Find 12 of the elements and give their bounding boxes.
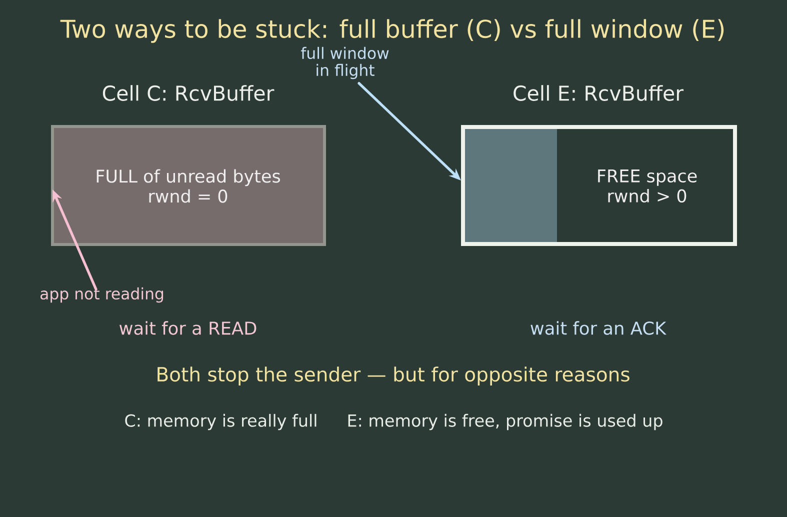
title: Two ways to be stuck: full buffer (C) vs full window (E) — [60, 19, 724, 43]
box-heading: Cell E: RcvBuffer — [514, 85, 684, 101]
callout-text: full window in flight — [300, 46, 389, 80]
buffer-box: FREE space rwnd > 0 — [461, 125, 737, 246]
note-text: E: memory is free, promise is used up — [348, 414, 662, 430]
buffer-box: FULL of unread bytes rwnd = 0 — [51, 125, 326, 246]
box-heading: Cell C: RcvBuffer — [102, 85, 274, 101]
note-text: wait for an ACK — [530, 321, 667, 335]
callout-text: app not reading — [40, 287, 164, 303]
note-text: C: memory is really full — [125, 414, 316, 430]
note-text: wait for a READ — [120, 321, 256, 335]
summary-text: Both stop the sender — but for opposite reasons — [158, 366, 630, 386]
